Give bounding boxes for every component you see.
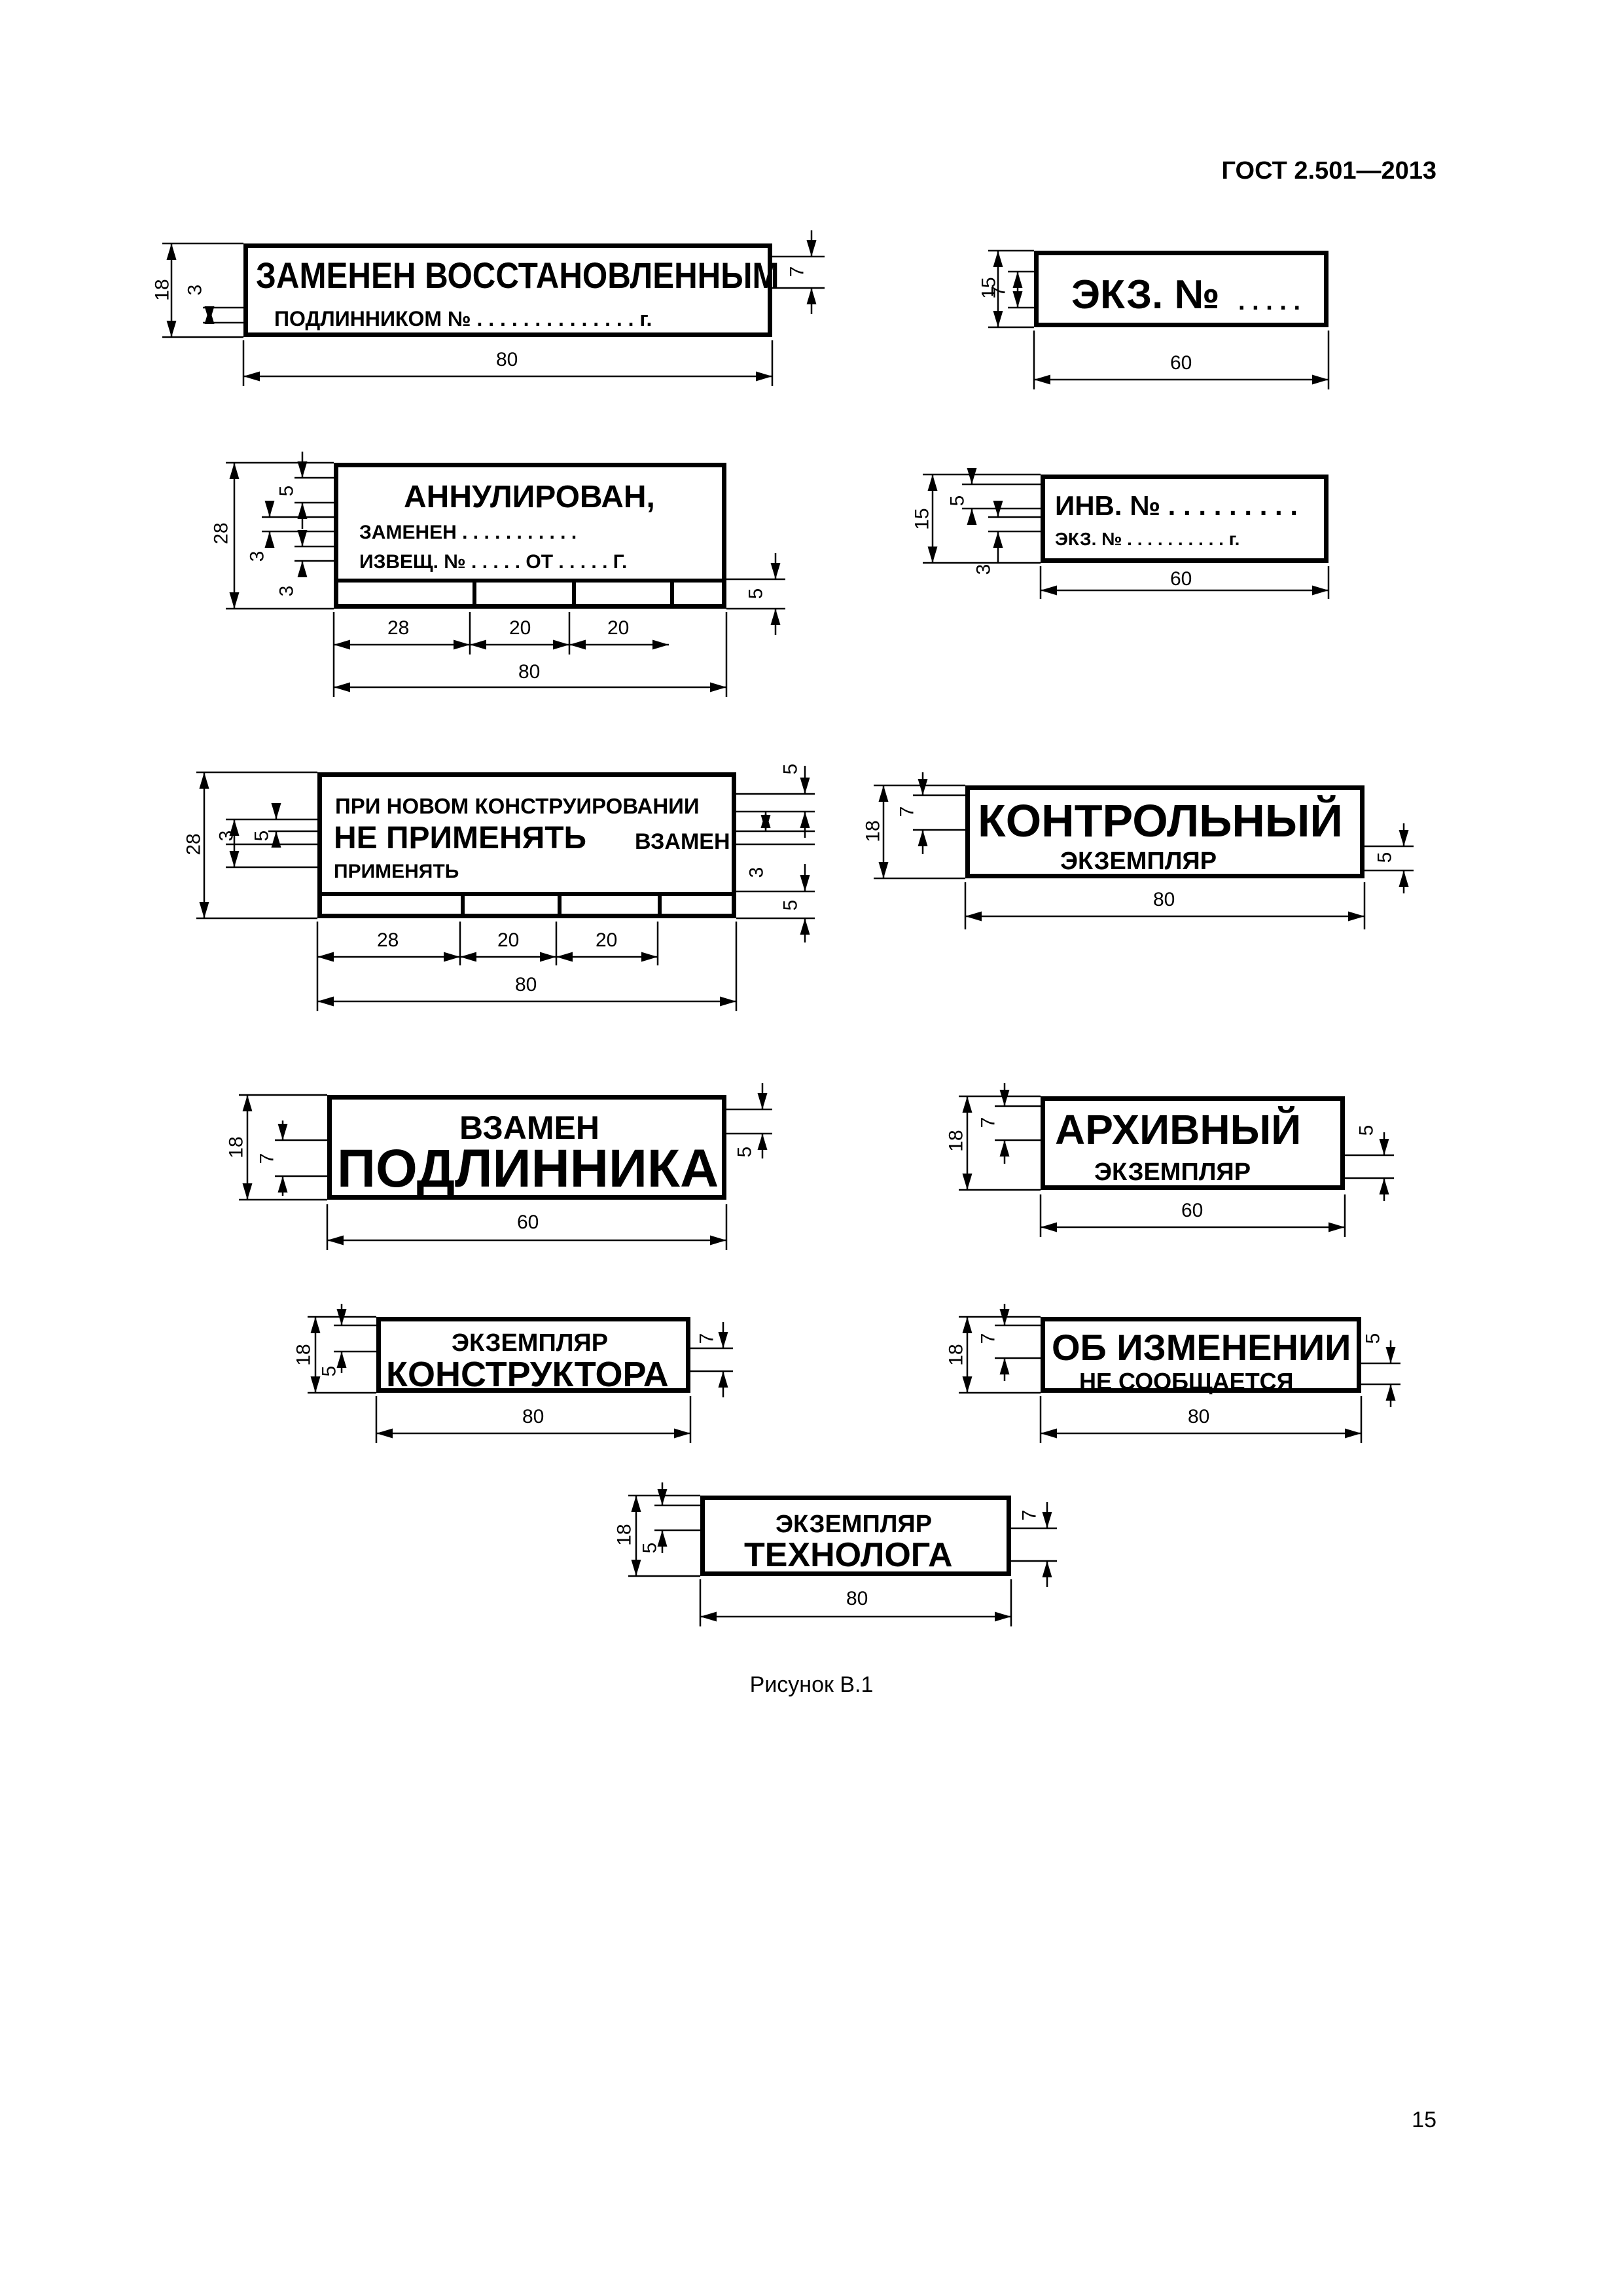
dim-col-1: 28: [387, 617, 410, 639]
dim-width: 60: [1170, 568, 1192, 590]
stamp-line-2: ЭКЗЕМПЛЯР: [1094, 1158, 1251, 1186]
dim-width: 80: [846, 1588, 868, 1609]
dim-a: 3: [215, 830, 238, 842]
dim-width: 80: [515, 974, 537, 996]
dim-total-height: 28: [210, 522, 232, 545]
stamp-ekzemplyar-tekhnologa: ЭКЗЕМПЛЯР ТЕХНОЛОГА: [700, 1496, 1011, 1576]
dim-width: 80: [496, 349, 518, 370]
stamp-line-1: АННУЛИРОВАН,: [404, 480, 655, 514]
stamp-dots: . . . . .: [1238, 288, 1301, 315]
dim-width: 80: [1153, 889, 1175, 910]
dim-r3: 5: [779, 899, 802, 911]
stamp-line-1: КОНТРОЛЬНЫЙ: [978, 795, 1343, 846]
dim-total-height: 18: [613, 1524, 635, 1546]
dim-r2: 3: [745, 867, 768, 878]
dim-width: 80: [522, 1406, 544, 1427]
dim-total-height: 18: [225, 1136, 247, 1158]
dim-col-2: 20: [509, 617, 531, 639]
dim-gap: 3: [184, 284, 206, 296]
dim-col-2: 20: [497, 929, 520, 951]
dim-small: 5: [639, 1542, 661, 1554]
stamp-pri-novom-konstruirovanii: ПРИ НОВОМ КОНСТРУИРОВАНИИ НЕ ПРИМЕНЯТЬ В…: [317, 772, 736, 918]
stamp-line-2: ТЕХНОЛОГА: [744, 1536, 953, 1574]
dim-cap-height: 7: [256, 1153, 278, 1164]
dim-col-1: 28: [377, 929, 399, 951]
dim-cap-height: 7: [977, 1117, 999, 1128]
stamp-line-1: ИНВ. № . . . . . . . . .: [1055, 490, 1298, 521]
dim-width: 80: [1188, 1406, 1210, 1427]
dim-b: 5: [251, 830, 273, 842]
dim-b: 3: [972, 564, 995, 575]
dim-cap-height: 7: [1018, 1509, 1041, 1521]
stamp-line-1: ЭКЗЕМПЛЯР: [776, 1511, 933, 1538]
stamp-ekzemplyar-konstruktora: ЭКЗЕМПЛЯР КОНСТРУКТОРА: [376, 1317, 690, 1393]
dim-small: 5: [318, 1365, 340, 1377]
stamp-line-1: АРХИВНЫЙ: [1055, 1106, 1302, 1153]
dim-small: 5: [1362, 1333, 1384, 1344]
dim-total-height: 18: [862, 820, 884, 842]
dim-cap-height: 7: [977, 1333, 999, 1344]
dim-total-height: 28: [183, 833, 205, 855]
dim-width: 60: [1181, 1200, 1204, 1221]
dim-col-3: 20: [596, 929, 618, 951]
document-header: ГОСТ 2.501—2013: [1221, 157, 1437, 185]
stamp-vzamen-podlinnika: ВЗАМЕН ПОДЛИННИКА: [327, 1095, 726, 1200]
dim-width: 60: [1170, 352, 1192, 374]
stamp-line-3: ИЗВЕЩ. № . . . . . ОТ . . . . . Г.: [359, 551, 628, 573]
stamp-line-1: ЭКЗЕМПЛЯР: [452, 1329, 609, 1357]
dim-small: 5: [1355, 1124, 1378, 1136]
dim-row-height: 5: [745, 588, 767, 600]
dim-total-height: 18: [945, 1130, 967, 1152]
stamp-line-2: ЭКЗ. № . . . . . . . . . . г.: [1055, 529, 1240, 549]
stamp-zamenen-vosstanovlennym: ЗАМЕНЕН ВОССТАНОВЛЕННЫМ ПОДЛИННИКОМ № . …: [243, 243, 779, 337]
dim-width: 60: [517, 1211, 539, 1233]
stamp-line-2a: НЕ ПРИМЕНЯТЬ: [334, 821, 587, 855]
dim-b: 3: [246, 550, 268, 562]
stamp-line-2b: ВЗАМЕН: [635, 829, 730, 854]
stamp-line-3: ПРИМЕНЯТЬ: [334, 861, 459, 882]
stamp-line-1: ЗАМЕНЕН ВОССТАНОВЛЕННЫМ: [256, 255, 779, 296]
stamp-line-1: ОБ ИЗМЕНЕНИИ: [1052, 1327, 1351, 1368]
dim-col-3: 20: [607, 617, 630, 639]
dim-a: 5: [946, 495, 969, 507]
dim-cap-height: 7: [988, 285, 1010, 297]
dim-total-height: 18: [293, 1344, 315, 1366]
figure-caption: Рисунок В.1: [749, 1672, 874, 1697]
dim-c: 3: [276, 585, 298, 597]
stamp-line-2: ПОДЛИННИКОМ № . . . . . . . . . . . . . …: [274, 307, 652, 331]
stamp-line-1: ПРИ НОВОМ КОНСТРУИРОВАНИИ: [335, 794, 700, 818]
dim-cap-height: 7: [896, 806, 918, 817]
dim-total-height: 15: [911, 508, 933, 530]
dim-cap-height: 7: [696, 1333, 718, 1344]
stamp-arkhivnyi-ekzemplyar: АРХИВНЫЙ ЭКЗЕМПЛЯР: [1041, 1096, 1345, 1190]
dim-width: 80: [518, 661, 541, 683]
stamp-line-1: ЭКЗ. №: [1071, 272, 1220, 317]
stamp-line-2: ЗАМЕНЕН . . . . . . . . . . .: [359, 522, 577, 543]
dim-r1: 5: [779, 763, 802, 775]
stamp-ekz-no: ЭКЗ. № . . . . .: [1034, 251, 1329, 327]
dim-small: 5: [1374, 852, 1396, 863]
stamp-line-1: ВЗАМЕН: [459, 1109, 599, 1146]
dim-a: 5: [276, 485, 298, 497]
dim-total-height: 18: [945, 1344, 967, 1366]
stamp-line-2: ПОДЛИННИКА: [337, 1139, 719, 1198]
stamp-line-2: КОНСТРУКТОРА: [386, 1355, 669, 1394]
stamp-inv-no: ИНВ. № . . . . . . . . . ЭКЗ. № . . . . …: [1041, 475, 1329, 563]
dim-total-height: 18: [151, 279, 173, 301]
dim-cap-height: 7: [786, 266, 808, 278]
dim-small: 5: [734, 1146, 756, 1158]
stamp-kontrolnyi-ekzemplyar: КОНТРОЛЬНЫЙ ЭКЗЕМПЛЯР: [965, 785, 1364, 878]
page-number: 15: [1412, 2108, 1436, 2132]
stamp-line-2: ЭКЗЕМПЛЯР: [1060, 848, 1217, 875]
stamp-ob-izmenenii-ne-soobshchaetsya: ОБ ИЗМЕНЕНИИ НЕ СООБЩАЕТСЯ: [1041, 1317, 1361, 1393]
stamp-line-2: НЕ СООБЩАЕТСЯ: [1079, 1368, 1294, 1395]
stamp-annulirovan: АННУЛИРОВАН, ЗАМЕНЕН . . . . . . . . . .…: [334, 463, 726, 609]
